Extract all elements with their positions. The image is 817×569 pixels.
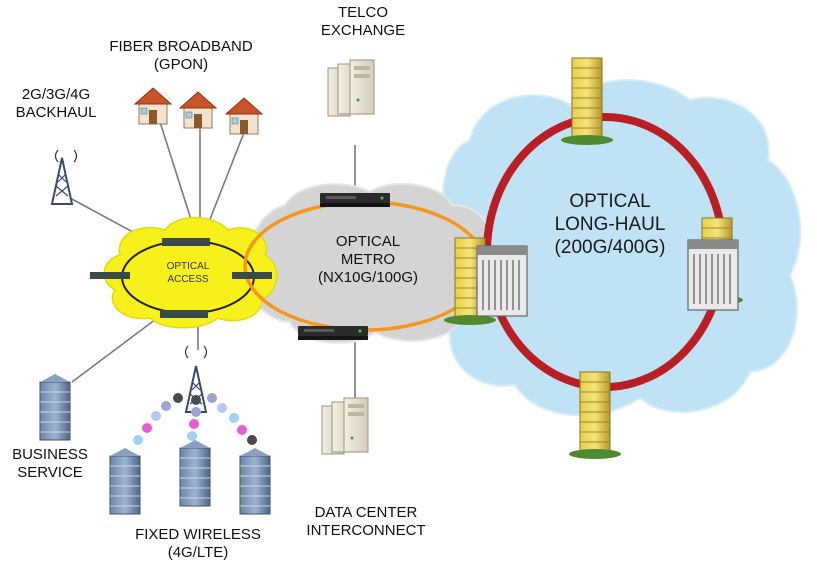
network-switch-icon <box>232 272 272 279</box>
signal-waves <box>54 149 208 359</box>
network-switch-icon <box>160 310 208 318</box>
optical-node-icon <box>687 239 739 311</box>
network-switch-icon <box>162 238 210 246</box>
label-fixed-wireless: FIXED WIRELESS(4G/LTE) <box>135 526 261 561</box>
network-switch-icon <box>298 326 368 340</box>
house-icon <box>134 87 172 125</box>
wireless-signal-dots <box>133 393 257 445</box>
cell-tower-icon <box>51 157 73 205</box>
office-building-icon <box>109 447 141 515</box>
server-rack-icon <box>327 59 375 117</box>
network-switch-icon <box>320 193 390 207</box>
house-icon <box>179 91 217 129</box>
house-icon <box>225 97 263 135</box>
link-lines <box>69 121 356 410</box>
cell-tower-icon <box>185 365 207 413</box>
network-switch-icon <box>90 272 130 279</box>
optical-node-icon <box>476 245 528 317</box>
office-building-icon <box>239 447 271 515</box>
office-building-icon <box>179 439 211 507</box>
office-building-icon <box>39 373 71 441</box>
label-fiber-broadband: FIBER BROADBAND(GPON) <box>109 38 253 73</box>
server-rack-icon <box>321 397 369 455</box>
